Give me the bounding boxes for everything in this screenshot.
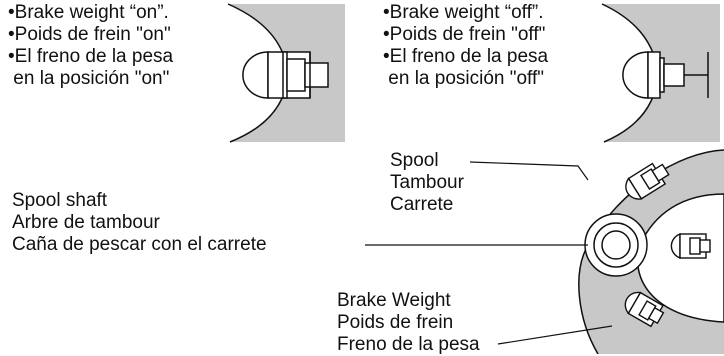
brake-off-line-fr: •Poids de frein "off": [383, 24, 546, 45]
spool-brake-weight-middle-icon: [670, 232, 711, 260]
brake-off-line-es-2: en la posición "off": [383, 68, 545, 89]
brake-on-line-en: •Brake weight “on”.: [8, 2, 169, 23]
spool-label-fr: Tambour: [390, 172, 464, 193]
spool-shaft-ring-inner: [601, 230, 631, 260]
spool-brake-weight-top-icon: [625, 162, 670, 200]
brake-on-illustration: [227, 3, 345, 143]
brake-off-caption: •Brake weight “off”. •Poids de frein "of…: [383, 2, 548, 90]
spool-label-en: Spool: [390, 150, 439, 171]
brake-weight-label-fr: Poids de frein: [337, 312, 454, 333]
brake-weight-label-en: Brake Weight: [337, 290, 451, 311]
spool-shaft-label-fr: Arbre de tambour: [12, 212, 160, 233]
spool-illustration: [578, 149, 724, 354]
brake-on-line-es: •El freno de la pesa: [8, 46, 174, 67]
brake-off-line-es: •El freno de la pesa: [383, 46, 549, 67]
leader-lines: [365, 161, 613, 345]
brake-on-line-fr: •Poids de frein "on": [8, 24, 171, 45]
brake-weight-on-icon: [242, 51, 329, 99]
spool-label: Spool Tambour Carrete: [390, 150, 464, 216]
brake-off-line-en: •Brake weight “off”.: [383, 2, 544, 23]
spool-shaft-label: Spool shaft Arbre de tambour Caña de pes…: [12, 190, 267, 256]
brake-weight-label: Brake Weight Poids de frein Freno de la …: [337, 290, 480, 356]
spool-leader-line: [469, 161, 589, 181]
spool-brake-weight-bottom-icon: [624, 291, 665, 328]
brake-on-caption: •Brake weight “on”. •Poids de frein "on"…: [8, 2, 173, 90]
spool-shaft-label-es: Caña de pescar con el carrete: [12, 234, 267, 255]
brake-off-illustration: [601, 3, 720, 143]
brake-weight-leader-line: [497, 325, 613, 345]
brake-weight-label-es: Freno de la pesa: [337, 334, 480, 355]
brake-on-line-es-2: en la posición "on": [8, 68, 170, 89]
spool-shaft-label-en: Spool shaft: [12, 190, 108, 211]
brake-weight-off-icon: [622, 51, 709, 99]
spool-label-es: Carrete: [390, 194, 454, 215]
